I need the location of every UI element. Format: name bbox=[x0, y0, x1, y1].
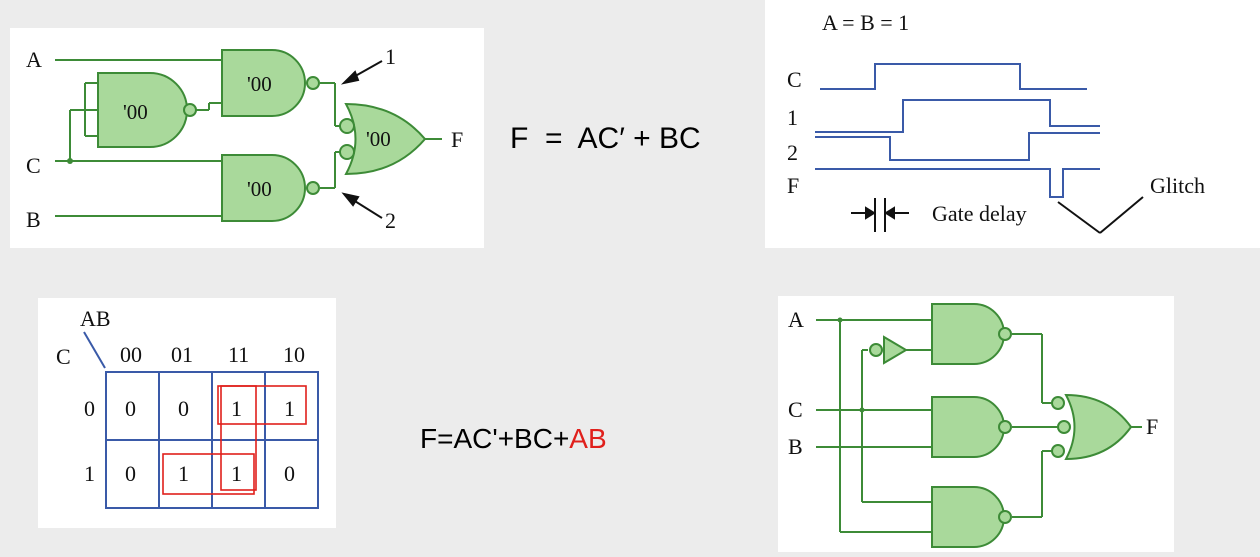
kmap-cell: 0 bbox=[284, 461, 295, 486]
kmap-loop-ab bbox=[220, 385, 257, 491]
diagram-shape bbox=[865, 206, 876, 220]
circuit-diagram-original: A C B F 1 2 '00 '00 '00 '00 bbox=[10, 28, 484, 248]
nand-gate-bottom bbox=[221, 154, 306, 222]
kmap-col-header: 10 bbox=[283, 342, 305, 367]
diagram-shape bbox=[1051, 444, 1065, 458]
kmap-loop-bc bbox=[162, 453, 255, 495]
timing-diagram: A = B = 1 C 1 2 F Gate delay Glitch bbox=[765, 0, 1260, 248]
kmap-cell: 1 bbox=[231, 461, 242, 486]
equation-main: F=AC'+BC+ bbox=[420, 423, 570, 454]
or-gate bbox=[344, 102, 427, 176]
diagram-shape bbox=[998, 327, 1012, 341]
waveform-2 bbox=[815, 132, 1100, 161]
nand-gate-top bbox=[221, 49, 306, 117]
kmap-cell: 1 bbox=[231, 396, 242, 421]
diagram-shape bbox=[998, 510, 1012, 524]
input-a-label: A bbox=[788, 307, 804, 332]
kmap-cell: 0 bbox=[178, 396, 189, 421]
kmap-cell: 1 bbox=[284, 396, 295, 421]
equation-added-term: AB bbox=[569, 423, 607, 454]
circuit-diagram-hazard-free: A C B F bbox=[778, 296, 1174, 552]
output-f-label: F bbox=[1146, 414, 1158, 439]
diagram-shape bbox=[183, 103, 197, 117]
kmap-row-header: 1 bbox=[84, 461, 95, 486]
kmap-col-header: 11 bbox=[228, 342, 249, 367]
nand-gate-middle bbox=[931, 396, 1005, 458]
signal-1-label: 1 bbox=[787, 105, 798, 130]
input-b-label: B bbox=[26, 207, 41, 232]
diagram-shape bbox=[341, 192, 360, 207]
gate-delay-label: Gate delay bbox=[932, 201, 1027, 226]
node-2-label: 2 bbox=[385, 208, 396, 233]
waveform-c bbox=[820, 63, 1087, 90]
waveform-1 bbox=[815, 99, 1100, 133]
diagram-shape bbox=[869, 343, 883, 357]
signal-2-label: 2 bbox=[787, 140, 798, 165]
diagram-shape bbox=[1051, 396, 1065, 410]
kmap-col-header: 01 bbox=[171, 342, 193, 367]
node-1-label: 1 bbox=[385, 44, 396, 69]
input-c-label: C bbox=[26, 153, 41, 178]
diagram-shape bbox=[884, 206, 895, 220]
kmap-row-var: C bbox=[56, 344, 71, 369]
input-b-label: B bbox=[788, 434, 803, 459]
diagram-shape bbox=[339, 144, 355, 160]
diagram-shape bbox=[306, 76, 320, 90]
glitch-label: Glitch bbox=[1150, 173, 1205, 198]
equation-hazard-free: F=AC'+BC+AB bbox=[420, 423, 607, 455]
signal-c-label: C bbox=[787, 67, 802, 92]
karnaugh-map: AB C 00 01 11 10 0 1 0 0 1 1 0 1 1 0 bbox=[38, 298, 336, 528]
diagram-shape bbox=[340, 70, 360, 85]
nand-gate-bottom bbox=[931, 486, 1005, 548]
input-a-label: A bbox=[26, 47, 42, 72]
diagram-shape bbox=[998, 420, 1012, 434]
kmap-loop-ac bbox=[217, 385, 307, 425]
diagram-shape bbox=[339, 118, 355, 134]
diagram-shape bbox=[1057, 201, 1101, 234]
inverter bbox=[883, 335, 908, 365]
gate-label: '00 bbox=[366, 127, 391, 151]
equation-original: F = AC′ + BC bbox=[510, 122, 701, 155]
kmap-col-header: 00 bbox=[120, 342, 142, 367]
gate-label: '00 bbox=[123, 100, 148, 124]
kmap-cell: 1 bbox=[178, 461, 189, 486]
diagram-shape bbox=[306, 181, 320, 195]
diagram-shape bbox=[1099, 196, 1144, 234]
nand-gate-top bbox=[931, 303, 1005, 365]
kmap-cell: 0 bbox=[125, 461, 136, 486]
waveform-f bbox=[815, 168, 1100, 198]
kmap-cell: 0 bbox=[125, 396, 136, 421]
diagram-shape bbox=[1057, 420, 1071, 434]
diagram-shape bbox=[837, 317, 843, 323]
or-gate bbox=[1064, 393, 1133, 461]
gate-label: '00 bbox=[247, 72, 272, 96]
signal-f-label: F bbox=[787, 173, 799, 198]
kmap-row-header: 0 bbox=[84, 396, 95, 421]
diagram-shape bbox=[67, 158, 73, 164]
diagram-shape bbox=[859, 407, 865, 413]
diagram-shape bbox=[83, 331, 106, 369]
output-f-label: F bbox=[451, 127, 463, 152]
input-c-label: C bbox=[788, 397, 803, 422]
gate-label: '00 bbox=[247, 177, 272, 201]
kmap-col-var: AB bbox=[80, 306, 111, 331]
timing-header: A = B = 1 bbox=[822, 10, 909, 35]
